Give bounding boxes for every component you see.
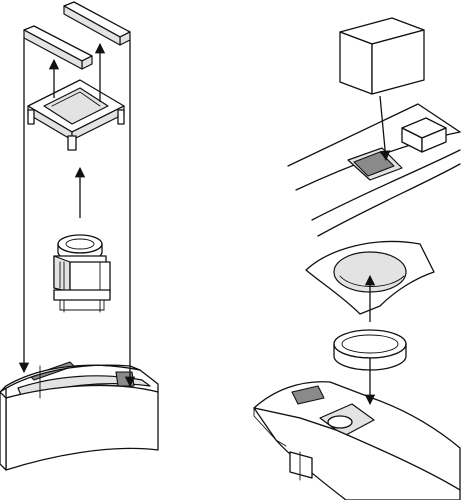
left-assembly: [0, 1, 159, 471]
mounting-frame: [27, 79, 125, 151]
panel-surface: [287, 103, 461, 237]
small-box: [401, 117, 447, 153]
right-arrows: [364, 95, 391, 406]
right-assembly: [253, 17, 461, 500]
top-rail-b: [23, 25, 93, 70]
base-housing: [0, 361, 159, 471]
left-guide-lines: [18, 38, 136, 388]
left-short-arrows: [48, 42, 106, 218]
curved-base-housing: [253, 381, 461, 500]
cube-part: [339, 17, 425, 95]
top-rail-a: [63, 1, 131, 46]
cylinder-module: [53, 234, 111, 313]
